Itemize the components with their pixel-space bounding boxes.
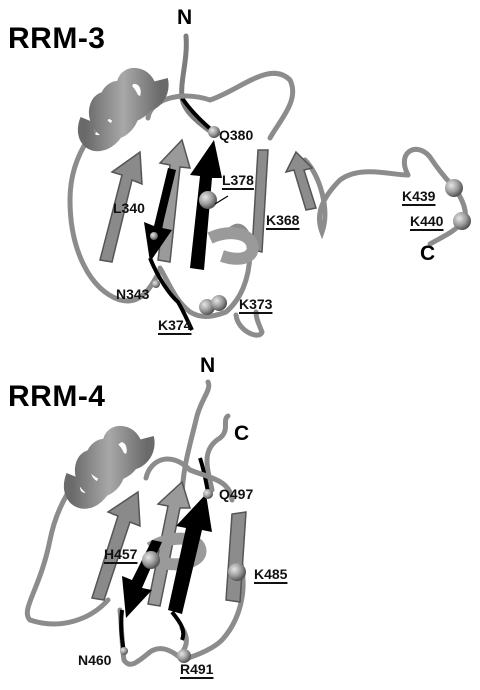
rrm4-sphere-h457 <box>142 551 160 569</box>
rrm3-residue-n343: N343 <box>116 286 150 302</box>
rrm4-residue-q497: Q497 <box>219 486 254 502</box>
rrm4-c-terminal-coil <box>204 413 231 493</box>
rrm4-title: RRM-4 <box>8 380 106 413</box>
rrm3-loop-top <box>145 70 296 141</box>
rrm3-residue-k373: K373 <box>239 296 273 312</box>
rrm3-residue-l340: L340 <box>113 200 145 216</box>
rrm4-ribbon <box>24 379 247 667</box>
rrm3-c-terminus: C <box>420 242 436 265</box>
rrm4-black-strand-up <box>168 494 212 614</box>
rrm3-helix <box>78 68 169 152</box>
rrm4-c-terminus: C <box>234 422 250 445</box>
rrm3-sphere-k439 <box>445 179 463 197</box>
rrm3-sphere-k373b <box>211 295 227 311</box>
rrm3-sphere-n343 <box>152 280 160 288</box>
rrm3-sphere-q380 <box>208 126 220 138</box>
rrm3-sphere-k440 <box>453 212 471 230</box>
rrm3-title: RRM-3 <box>8 22 106 55</box>
rrm3-residue-k439: K439 <box>402 188 436 204</box>
rrm3-black-linker <box>148 257 194 331</box>
rrm4-black-bottom <box>170 610 186 641</box>
rrm3-loop-right <box>302 157 411 240</box>
rrm4-sphere-n460 <box>120 647 128 655</box>
rrm3-l378-leader <box>214 195 229 205</box>
rrm4-helix <box>64 426 155 509</box>
rrm4-loop-top <box>143 456 235 503</box>
rrm3-sphere-l340 <box>150 232 158 240</box>
rrm4-residue-n460: N460 <box>78 652 112 668</box>
rrm3-sphere-l378 <box>199 191 217 209</box>
rrm3-n-black-coil <box>180 96 216 134</box>
rrm4-turn <box>146 532 207 571</box>
rrm4-sphere-q497 <box>203 489 213 499</box>
rrm3-ribbon <box>67 33 471 338</box>
rrm4-right-loop <box>179 557 246 663</box>
rrm3-strand-far-right <box>284 150 317 211</box>
rrm3-lower-loop <box>233 309 265 338</box>
rrm3-residue-q380: Q380 <box>219 127 254 143</box>
rrm4-n-terminal-coil <box>179 379 212 503</box>
rrm3-n-terminus: N <box>177 6 193 29</box>
rrm3-turn <box>207 227 259 265</box>
rrm4-residue-k485: K485 <box>254 566 288 582</box>
rrm4-strand-left <box>91 490 141 601</box>
rrm4-residue-r491: R491 <box>180 661 214 677</box>
rrm3-residue-k440: K440 <box>410 213 444 229</box>
rrm3-residue-k368: K368 <box>266 212 300 228</box>
rrm4-sphere-k485 <box>228 563 246 581</box>
rrm4-residue-h457: H457 <box>104 546 138 562</box>
rrm3-strand-left <box>99 150 143 263</box>
rrm4-sphere-r491 <box>177 649 191 663</box>
rrm3-residue-k374: K374 <box>158 317 192 333</box>
rrm3-residue-l378: L378 <box>222 172 254 188</box>
rrm4-n-terminus: N <box>200 354 216 377</box>
rrm3-strand-right <box>251 149 269 253</box>
